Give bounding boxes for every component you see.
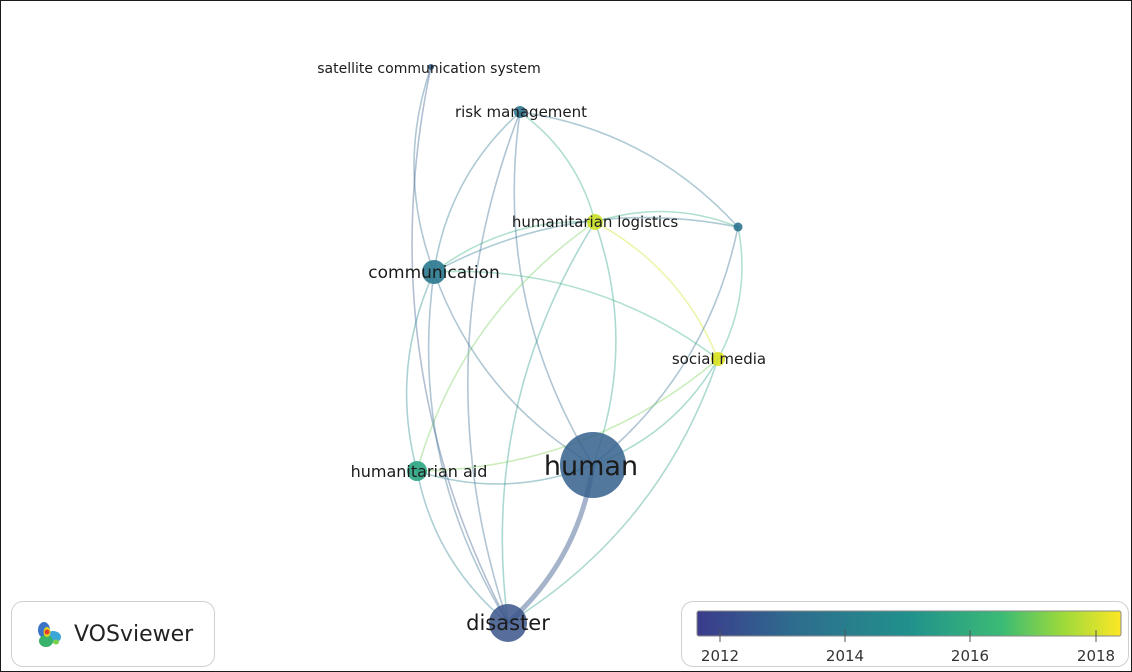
link-hlog-human xyxy=(592,221,617,466)
color-legend: 2012 2014 2016 2018 xyxy=(681,601,1129,667)
link-risk-human xyxy=(513,111,594,466)
node-label-social: social media xyxy=(672,350,766,368)
legend-tick-label-2016: 2016 xyxy=(951,647,989,665)
link-risk-hlog xyxy=(519,111,596,223)
link-comm-disaster xyxy=(427,271,509,624)
node-label-comm: communication xyxy=(368,263,499,283)
node-disaster[interactable] xyxy=(489,604,527,642)
node-human[interactable] xyxy=(560,432,626,498)
legend-colorbar xyxy=(696,610,1122,637)
link-hlog-social xyxy=(594,221,719,360)
vosviewer-brand: VOSviewer xyxy=(11,601,215,667)
node-label-human: human xyxy=(544,451,638,482)
legend-tick-label-2014: 2014 xyxy=(826,647,864,665)
link-comm-social xyxy=(433,270,719,360)
link-hlog-haid xyxy=(416,221,596,472)
link-unlabeled-comm xyxy=(433,216,739,273)
link-risk-comm xyxy=(433,111,521,273)
link-risk-disaster xyxy=(467,111,521,624)
node-satellite[interactable] xyxy=(428,64,434,70)
link-hlog-disaster xyxy=(501,221,596,624)
node-label-hlog: humanitarian logistics xyxy=(512,213,679,231)
node-comm[interactable] xyxy=(422,260,446,284)
node-label-haid: humanitarian aid xyxy=(351,462,488,481)
node-label-risk: risk management xyxy=(455,103,587,121)
link-social-disaster xyxy=(507,358,719,624)
legend-tick-label-2018: 2018 xyxy=(1077,647,1115,665)
link-unlabeled-human xyxy=(592,226,739,466)
link-satellite-comm xyxy=(413,66,435,273)
labels-layer: satellite communication system risk manag… xyxy=(317,61,766,635)
node-haid[interactable] xyxy=(407,461,427,481)
node-unlabeled[interactable] xyxy=(733,222,743,232)
node-risk[interactable] xyxy=(514,106,526,118)
vosviewer-logo-icon xyxy=(38,622,61,647)
brand-name: VOSviewer xyxy=(74,621,194,647)
link-hlog-comm xyxy=(433,220,596,273)
node-social[interactable] xyxy=(711,352,725,366)
links-layer xyxy=(405,66,743,625)
link-satellite-disaster xyxy=(411,66,509,624)
link-comm-haid xyxy=(405,271,435,472)
link-comm-human xyxy=(433,271,594,466)
node-label-disaster: disaster xyxy=(466,611,550,635)
node-hlog[interactable] xyxy=(587,214,603,230)
link-haid-disaster xyxy=(416,470,509,624)
legend-tick-label-2012: 2012 xyxy=(701,647,739,665)
link-unlabeled-social xyxy=(717,226,743,360)
nodes-layer xyxy=(407,64,743,642)
legend-scale: 2012 2014 2016 2018 xyxy=(696,610,1122,665)
link-hlog-unlabeled xyxy=(594,210,739,228)
node-label-satellite: satellite communication system xyxy=(317,61,541,77)
link-risk-unlabeled xyxy=(519,111,739,228)
